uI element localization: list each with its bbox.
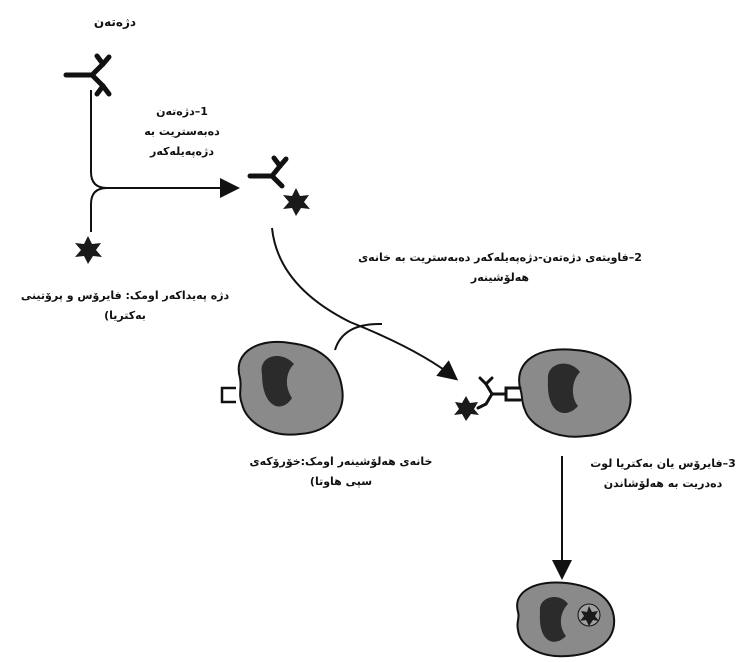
- phagocyte-label: خانەی هەلۆشینەر اومک:خۆرۆکەی سپی هاوتا): [226, 452, 456, 492]
- antigen-line-2: بەکتریا): [0, 306, 250, 326]
- antigen-line-1: دژە پەیداکەر اومک: فایرۆس و پرۆتینی: [0, 286, 250, 306]
- antigen-star-icon: [75, 236, 102, 264]
- complex-icon: [250, 158, 310, 216]
- antigen-label: دژە پەیداکەر اومک: فایرۆس و پرۆتینی بەکت…: [0, 286, 250, 326]
- step1-label: 1–دژەتەن دەبەستریت بە دژەپەیلەکەر: [112, 102, 252, 162]
- phagocyte-cell-icon: [222, 342, 343, 435]
- engulfing-cell-icon: [517, 582, 614, 656]
- bound-phagocyte-cell: [454, 349, 631, 436]
- step2-line-2: هەلۆشینەر: [340, 268, 660, 288]
- step3-line-1: 3–فایرۆس یان بەکتریا لوت: [578, 454, 748, 474]
- step1-line-2: دەبەستریت بە: [112, 122, 252, 142]
- step1-line-3: دژەپەیلەکەر: [112, 142, 252, 162]
- step2-line-1: 2–فاویتەی دژەتەن-دژەپەیلەکەر دەبەستریت ب…: [340, 248, 660, 268]
- step3-line-2: دەدریت بە هەلۆشاندن: [578, 474, 748, 494]
- step3-label: 3–فایرۆس یان بەکتریا لوت دەدریت بە هەلۆش…: [578, 454, 748, 494]
- antibody-icon: [66, 56, 109, 94]
- phagocyte-line-2: سپی هاوتا): [226, 472, 456, 492]
- step2-label: 2–فاویتەی دژەتەن-دژەپەیلەکەر دەبەستریت ب…: [340, 248, 660, 288]
- diagram-title: دژەتەن: [70, 12, 160, 32]
- step1-line-1: 1–دژەتەن: [112, 102, 252, 122]
- phagocyte-line-1: خانەی هەلۆشینەر اومک:خۆرۆکەی: [226, 452, 456, 472]
- phagocyte-connector: [335, 324, 382, 350]
